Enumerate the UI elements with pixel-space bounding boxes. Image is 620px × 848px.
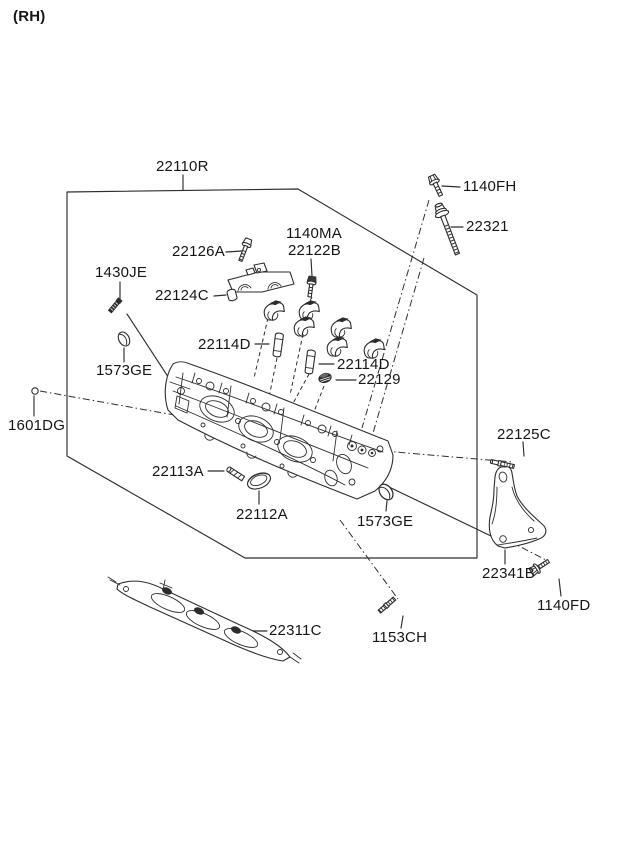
leader-lines	[33, 174, 562, 632]
part-label-22122b: 22122B	[288, 242, 341, 259]
dowel-pin-22113a-icon	[226, 466, 246, 482]
assembly-boundary-box	[66, 188, 478, 559]
part-label-1601dg: 1601DG	[8, 417, 66, 434]
part-label-22125c: 22125C	[497, 426, 551, 443]
bolt-22321-icon	[434, 202, 461, 256]
stud-1153ch-icon	[377, 596, 397, 614]
part-label-22113a: 22113A	[152, 463, 204, 480]
reference-lines	[39, 199, 549, 600]
cylinder-head-drawing	[164, 361, 394, 500]
part-label-22321: 22321	[466, 218, 509, 235]
part-label-1140ma: 1140MA	[286, 225, 342, 242]
part-label-22112a: 22112A	[236, 506, 288, 523]
bracket-22341b-drawing	[488, 466, 547, 549]
plug-1601dg-icon	[31, 387, 39, 395]
part-label-1430je: 1430JE	[95, 264, 148, 281]
part-label-22124c: 22124C	[155, 287, 209, 304]
bolt-22126a-icon	[238, 237, 253, 263]
valve-guide-22114d-right-icon	[303, 349, 317, 375]
sealing-cap-22112a-icon	[247, 472, 271, 490]
part-label-22114d-left: 22114D	[198, 336, 251, 353]
bolt-1140fh-icon	[427, 173, 444, 197]
part-label-1140fd: 1140FD	[537, 597, 591, 614]
bolt-1140fd-icon	[528, 558, 551, 577]
part-label-22114d-right: 22114D	[337, 356, 390, 373]
part-label-22110r: 22110R	[156, 158, 209, 175]
part-label-1153ch: 1153CH	[372, 629, 428, 646]
part-label-22126a: 22126A	[172, 243, 225, 260]
part-label-22311c: 22311C	[269, 622, 322, 639]
head-gasket-drawing	[107, 576, 302, 664]
valve-guide-22114d-left-icon	[271, 332, 285, 358]
stud-22125c-icon	[489, 459, 515, 469]
bushing-22124c-icon	[226, 288, 238, 302]
part-label-1140fh: 1140FH	[463, 178, 517, 195]
spring-seat-22129-icon	[318, 372, 332, 384]
stud-1430je-icon	[107, 297, 123, 314]
part-label-1573ge-right: 1573GE	[357, 513, 414, 530]
part-label-22129: 22129	[358, 371, 401, 388]
cup-plug-1573ge-left-icon	[115, 329, 133, 349]
part-label-1573ge-left: 1573GE	[96, 362, 153, 379]
rocker-shaft-assembly-drawing	[227, 262, 295, 293]
bolt-22122b-icon	[306, 275, 317, 298]
part-label-22341b: 22341B	[482, 565, 535, 582]
orientation-tag: (RH)	[13, 8, 46, 25]
